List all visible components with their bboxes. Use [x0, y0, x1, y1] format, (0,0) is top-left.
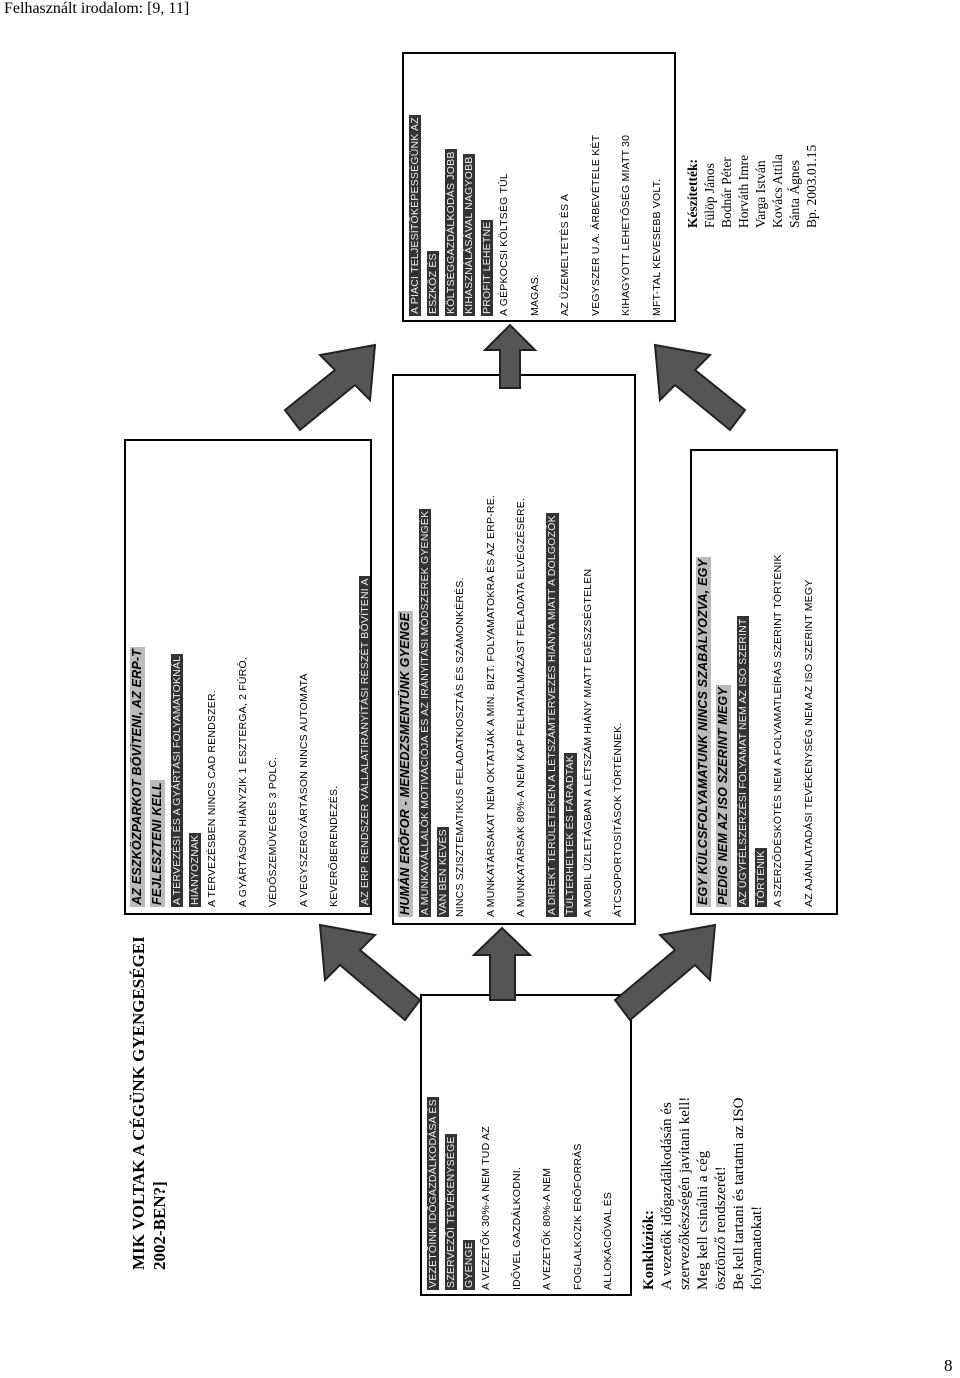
page-header-reference: Felhasznált irodalom: [9, 11]	[4, 0, 190, 17]
rotated-poster: MIK VOLTAK A CÉGÜNK GYENGESÉGEI 2002-BEN…	[120, 10, 840, 1300]
arrows-layer	[283, 323, 747, 1022]
arrow-to-bottom-box-icon	[613, 923, 717, 1022]
arrow-to-right-box-lower-icon	[653, 343, 747, 432]
arrow-to-right-box-upper-icon	[283, 343, 377, 432]
arrow-to-top-box-icon	[318, 923, 422, 1022]
arrow-to-center-box-icon	[471, 926, 533, 1001]
page-number: 8	[944, 1356, 953, 1375]
arrow-to-right-box-middle-icon	[482, 323, 538, 389]
